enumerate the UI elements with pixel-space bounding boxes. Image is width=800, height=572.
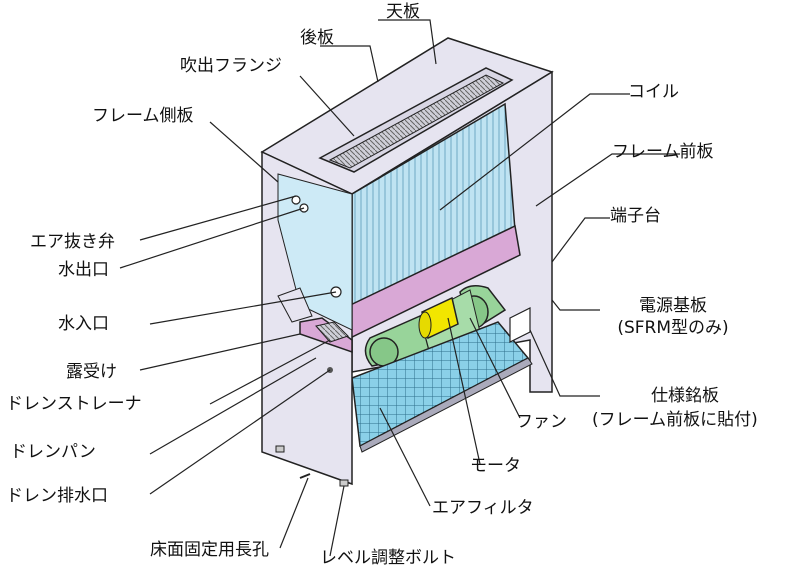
label-drain-outlet: ドレン排水口 — [6, 486, 108, 506]
label-floor-fixing-slot: 床面固定用長孔 — [150, 540, 269, 560]
label-air-filter: エアフィルタ — [432, 498, 534, 518]
drain-strainer-grille — [315, 321, 349, 343]
label-drain-pan: ドレンパン — [10, 442, 96, 462]
label-air-vent-valve: エア抜き弁 — [30, 232, 115, 252]
filter-rail — [359, 357, 533, 453]
label-fan: ファン — [516, 412, 567, 432]
outlet-grille — [328, 74, 505, 169]
motor — [418, 296, 459, 340]
label-terminal-block: 端子台 — [610, 206, 661, 226]
label-motor: モータ — [470, 456, 521, 476]
leader-lines — [119, 19, 680, 557]
label-frame-front-panel: フレーム前板 — [612, 142, 714, 162]
dew-tray — [277, 287, 313, 323]
label-coil: コイル — [628, 82, 679, 102]
label-spec-nameplate-note: (フレーム前板に貼付) — [592, 410, 758, 430]
label-water-inlet: 水入口 — [58, 314, 109, 334]
label-power-board-note: (SFRM型のみ) — [617, 318, 729, 338]
label-spec-nameplate: 仕様銘板 — [651, 386, 719, 406]
label-top-panel: 天板 — [386, 2, 420, 22]
label-dew-tray: 露受け — [66, 362, 117, 382]
label-drain-strainer: ドレンストレーナ — [6, 394, 142, 414]
label-power-board: 電源基板 — [639, 296, 707, 316]
label-rear-panel: 後板 — [300, 28, 334, 48]
spec-nameplate — [509, 307, 531, 343]
label-water-outlet: 水出口 — [58, 260, 109, 280]
label-level-bolt: レベル調整ボルト — [320, 548, 456, 568]
label-outlet-flange: 吹出フランジ — [180, 56, 282, 76]
floor-fixing-slot — [299, 473, 311, 479]
label-frame-side-panel: フレーム側板 — [92, 106, 194, 126]
